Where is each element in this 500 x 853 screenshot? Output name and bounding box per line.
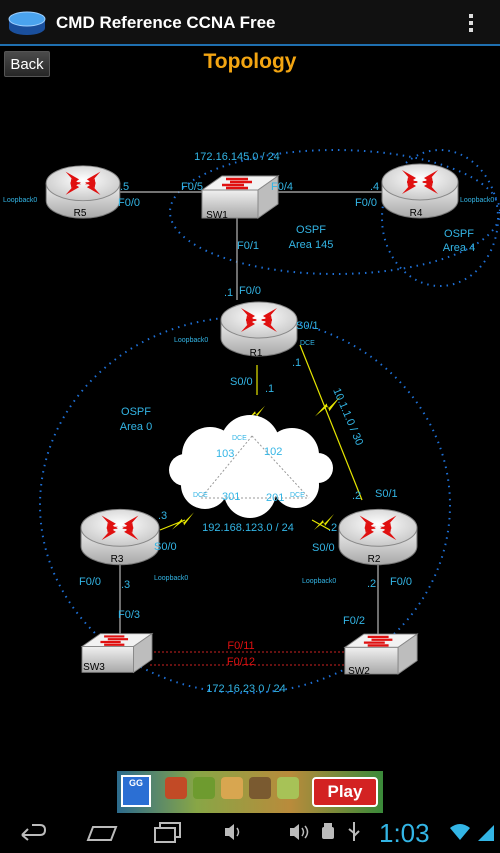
r1-label: R1 bbox=[250, 348, 263, 359]
interface-label: S0/1 bbox=[375, 488, 398, 500]
interface-label: .4 bbox=[370, 181, 379, 193]
interface-label: .2 bbox=[367, 578, 376, 590]
frame-relay-cloud bbox=[169, 415, 333, 518]
ad-image bbox=[193, 777, 215, 799]
app-title: CMD Reference CCNA Free bbox=[56, 13, 276, 32]
interface-label: F0/4 bbox=[271, 181, 293, 193]
interface-label: F0/0 bbox=[239, 285, 261, 297]
dce-cloud-right: DCE bbox=[290, 492, 305, 499]
recent-apps-icon[interactable] bbox=[152, 819, 184, 845]
network-top-label: 172.16.145.0 / 24 bbox=[194, 151, 280, 163]
loopback-r2: Loopback0 bbox=[302, 578, 336, 585]
volume-up-icon[interactable] bbox=[287, 819, 313, 845]
r5-label: R5 bbox=[74, 208, 87, 219]
app-logo-icon bbox=[8, 11, 46, 35]
volume-icon[interactable] bbox=[222, 819, 244, 845]
sw2-label: SW2 bbox=[348, 666, 370, 677]
interface-label: .1 bbox=[292, 357, 301, 369]
network-serial-label: 10.1.1.0 / 30 bbox=[330, 386, 365, 447]
dlci-102: 102 bbox=[264, 446, 282, 458]
home-icon[interactable] bbox=[85, 819, 119, 845]
interface-label: .3 bbox=[121, 579, 130, 591]
sw3-label: SW3 bbox=[83, 662, 105, 673]
r4-label: R4 bbox=[410, 208, 423, 219]
dlci-201: 201 bbox=[266, 492, 284, 504]
loopback-r1: Loopback0 bbox=[174, 337, 208, 344]
interface-label: F0/0 bbox=[390, 576, 412, 588]
interface-label: F0/3 bbox=[118, 609, 140, 621]
dce-cloud-top: DCE bbox=[232, 435, 247, 442]
interface-label: S0/0 bbox=[230, 376, 253, 388]
dlci-301: 301 bbox=[222, 491, 240, 503]
overflow-menu-icon[interactable] bbox=[466, 12, 476, 34]
network-bottom-label: 172.16.23.0 / 24 bbox=[206, 683, 286, 695]
wifi-icon bbox=[450, 824, 470, 840]
area-4-label-1: OSPF bbox=[444, 228, 474, 240]
interface-label: F0/0 bbox=[355, 197, 377, 209]
ad-image bbox=[277, 777, 299, 799]
interface-label: F0/5 bbox=[181, 181, 203, 193]
interface-label: F0/0 bbox=[118, 197, 140, 209]
dlci-103: 103 bbox=[216, 448, 234, 460]
status-clock: 1:03 bbox=[379, 818, 430, 848]
ad-image bbox=[249, 777, 271, 799]
interface-label: F0/1 bbox=[237, 240, 259, 252]
loopback-r3: Loopback0 bbox=[154, 575, 188, 582]
area-4-boundary bbox=[381, 149, 499, 287]
android-debug-icon bbox=[322, 823, 334, 839]
interface-label: .1 bbox=[224, 287, 233, 299]
interface-label: F0/0 bbox=[79, 576, 101, 588]
ad-play-button[interactable]: Play bbox=[312, 777, 378, 807]
interface-label: .5 bbox=[120, 181, 129, 193]
page-title: Topology bbox=[203, 50, 297, 73]
loopback-r4: Loopback0 bbox=[460, 197, 494, 204]
r3-label: R3 bbox=[111, 554, 124, 565]
battery-icon bbox=[478, 825, 494, 841]
usb-icon bbox=[348, 822, 360, 841]
dce-r1: DCE bbox=[300, 340, 315, 347]
area-145-label-1: OSPF bbox=[296, 224, 326, 236]
action-bar: CMD Reference CCNA Free bbox=[0, 0, 500, 46]
loopback-r5: Loopback0 bbox=[3, 197, 37, 204]
trunk-f012-label: F0/12 bbox=[227, 656, 255, 668]
network-cloud-label: 192.168.123.0 / 24 bbox=[202, 522, 294, 534]
area-4-label-2: Area 4 bbox=[443, 242, 475, 254]
ad-image bbox=[221, 777, 243, 799]
back-icon[interactable] bbox=[18, 819, 48, 845]
system-navigation-bar: 1:03 bbox=[0, 813, 500, 853]
ad-image bbox=[165, 777, 187, 799]
trunk-f011-label: F0/11 bbox=[227, 640, 254, 652]
area-0-label-2: Area 0 bbox=[120, 421, 152, 433]
dce-cloud-left: DCE bbox=[193, 492, 208, 499]
area-145-label-2: Area 145 bbox=[289, 239, 334, 251]
area-0-label-1: OSPF bbox=[121, 406, 151, 418]
interface-label: S0/0 bbox=[154, 541, 177, 553]
topology-diagram: 172.16.145.0 / 24 10.1.1.0 / 30 192.168.… bbox=[3, 149, 500, 695]
interface-label: .1 bbox=[265, 383, 274, 395]
interface-label: S0/0 bbox=[312, 542, 335, 554]
interface-label: F0/2 bbox=[343, 615, 365, 627]
interface-label: .2 bbox=[328, 522, 337, 534]
back-button[interactable]: Back bbox=[4, 51, 50, 77]
serial-link-icon bbox=[172, 512, 194, 530]
sw1-label: SW1 bbox=[206, 210, 228, 221]
interface-label: .3 bbox=[158, 510, 167, 522]
interface-label: S0/1 bbox=[296, 320, 319, 332]
ad-logo: GG bbox=[121, 775, 151, 807]
area-0-boundary bbox=[39, 316, 451, 694]
interface-label: .2 bbox=[352, 490, 361, 502]
r2-label: R2 bbox=[368, 554, 381, 565]
ad-banner[interactable]: GG Play bbox=[117, 771, 383, 813]
